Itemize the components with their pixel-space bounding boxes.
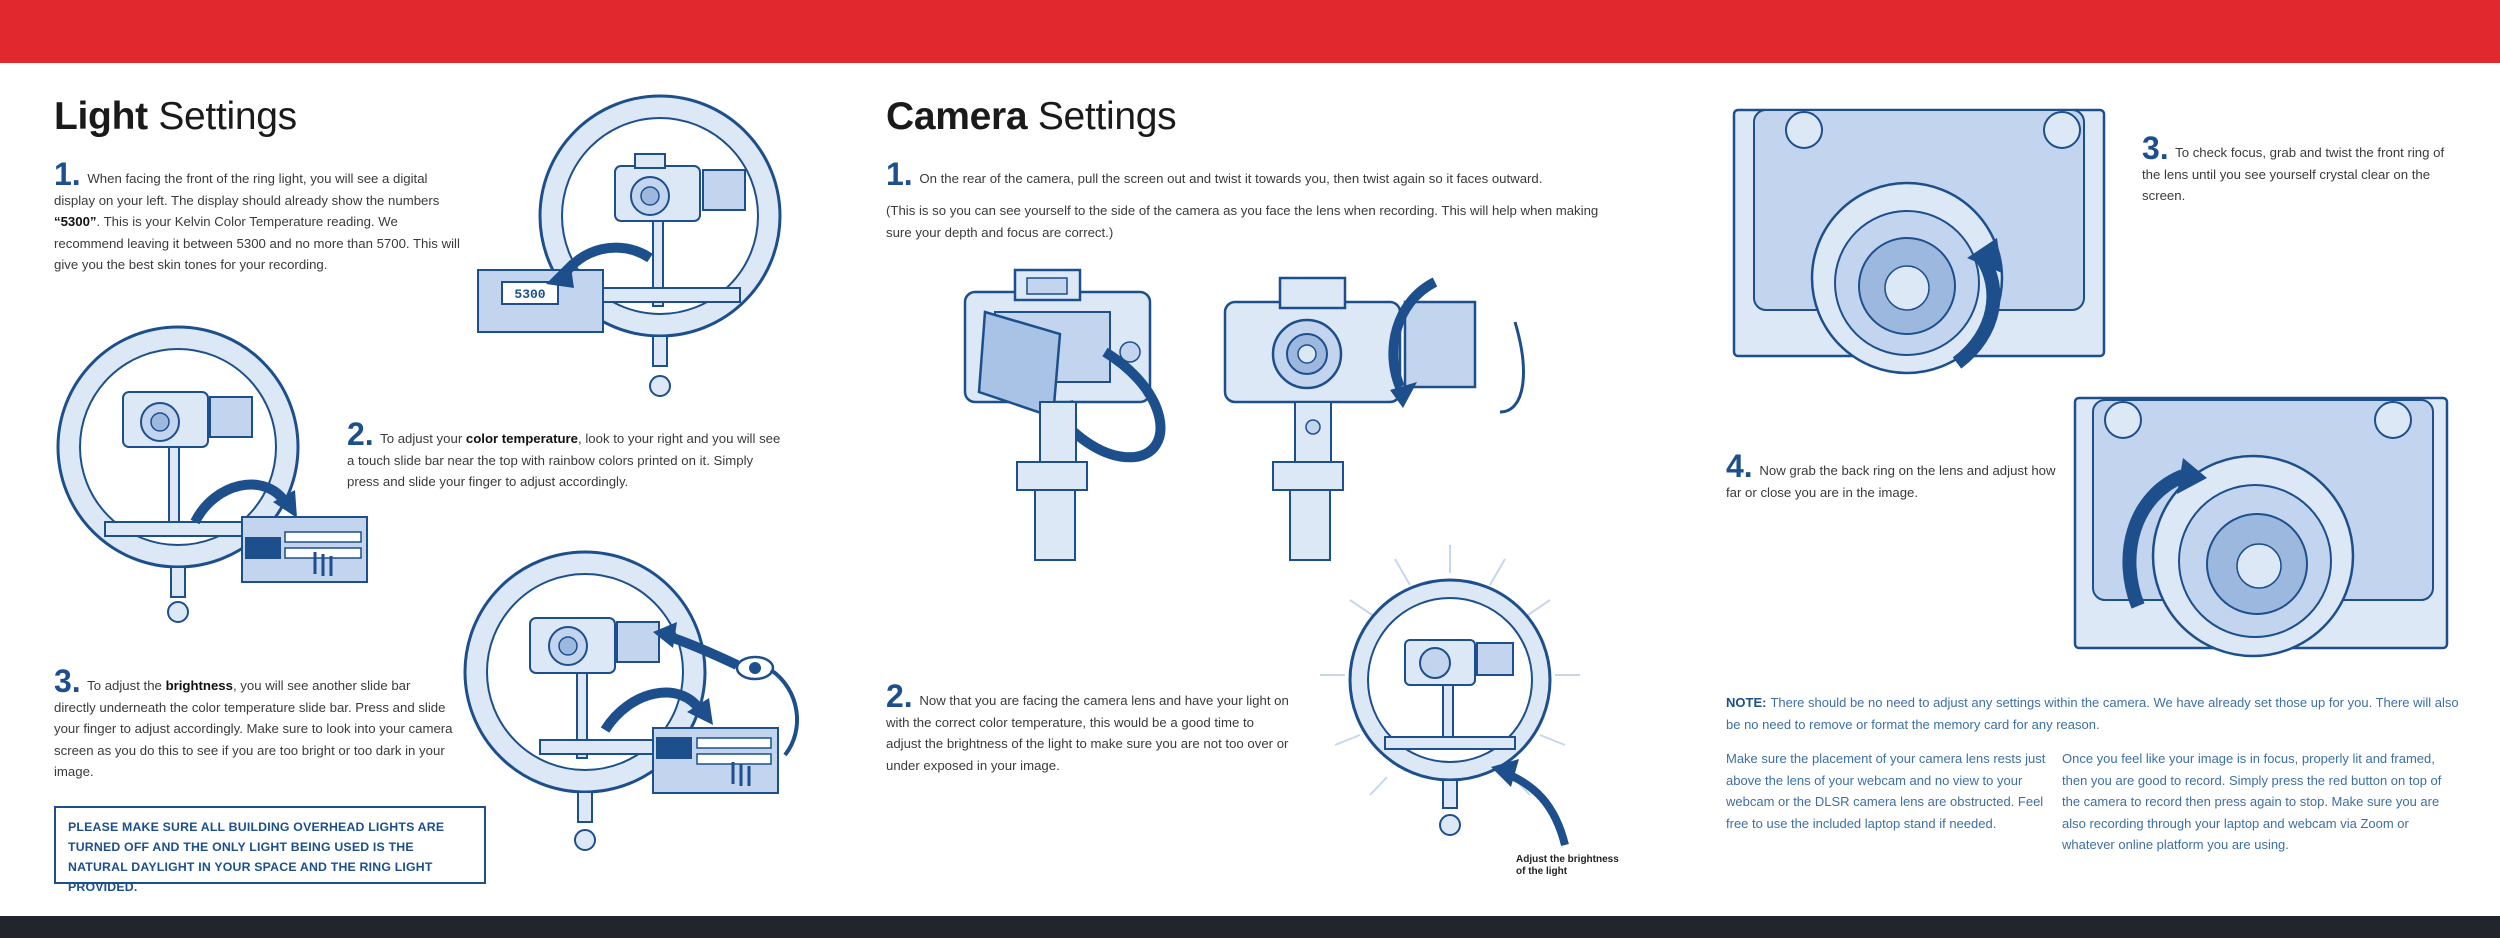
ring-light-color-slider-illustration xyxy=(56,325,368,623)
record-paragraph: Once you feel like your image is in focu… xyxy=(2062,751,2442,852)
light-step-1: 1. When facing the front of the ring lig… xyxy=(54,156,460,272)
kelvin-display-value: 5300 xyxy=(514,287,545,302)
light-settings-title: Light Settings xyxy=(54,95,297,138)
lens-front-ring-illustration xyxy=(1732,108,2106,375)
ring-light-display-illustration: 5300 xyxy=(477,94,782,397)
light-step-2: 2. To adjust your color temperature, loo… xyxy=(347,416,781,489)
lens-back-ring-illustration xyxy=(2073,396,2449,658)
top-banner xyxy=(0,0,2500,63)
camera-step-1: 1. On the rear of the camera, pull the s… xyxy=(886,156,1543,192)
ring-light-brightness-illustration xyxy=(463,550,799,851)
camera-screen-flip-illustration xyxy=(963,268,1525,561)
camera-settings-title: Camera Settings xyxy=(886,95,1177,138)
light-step-3: 3. To adjust the brightness, you will se… xyxy=(54,663,453,779)
camera-step-2: 2. Now that you are facing the camera le… xyxy=(886,678,1289,773)
warning-box: PLEASE MAKE SURE ALL BUILDING OVERHEAD L… xyxy=(54,806,486,894)
placement-paragraph: Make sure the placement of your camera l… xyxy=(1726,751,2046,831)
glowing-ring-light-illustration xyxy=(1320,545,1580,846)
footer-bar xyxy=(0,916,2500,938)
brightness-caption: Adjust the brightness of the light xyxy=(1516,854,1619,877)
focus-step-4: 4. Now grab the back ring on the lens an… xyxy=(1726,448,2056,500)
camera-step-1-note: (This is so you can see yourself to the … xyxy=(886,203,1599,240)
focus-step-3: 3. To check focus, grab and twist the fr… xyxy=(2142,130,2445,203)
note-paragraph: NOTE:There should be no need to adjust a… xyxy=(1726,695,2459,732)
